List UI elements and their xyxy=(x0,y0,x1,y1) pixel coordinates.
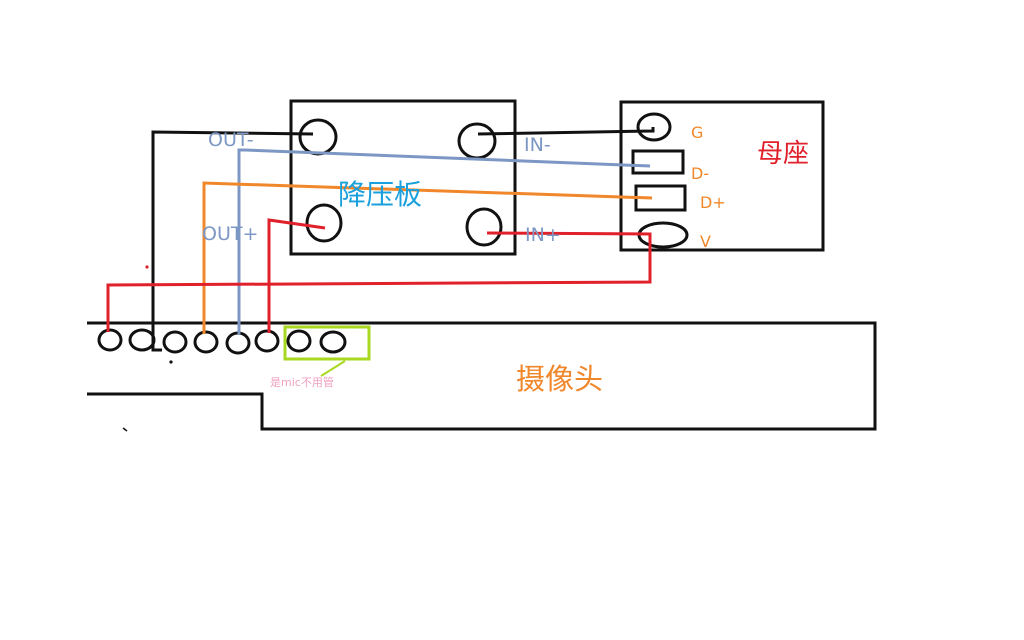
wire-red-in-plus xyxy=(106,231,652,332)
camera-pin-1 xyxy=(97,328,123,352)
camera-pin-7 xyxy=(286,329,312,353)
wire-black-out-minus xyxy=(151,130,314,352)
in-plus-terminal xyxy=(465,207,503,247)
mic-pins-box xyxy=(283,325,371,361)
stray-dot xyxy=(145,265,149,269)
out-minus-label: OUT- xyxy=(208,129,254,151)
stray-mark xyxy=(122,427,128,432)
camera-pin-6 xyxy=(254,329,280,353)
in-plus-label: IN+ xyxy=(525,224,561,246)
camera-pin-8 xyxy=(319,330,347,354)
socket-pin-d-minus-label: D- xyxy=(691,164,709,183)
stray-dot xyxy=(169,360,173,364)
socket-pin-g-label: G xyxy=(691,123,703,142)
in-minus-terminal xyxy=(457,122,497,160)
socket-pin-v-label: V xyxy=(700,232,711,251)
in-minus-label: IN- xyxy=(524,134,551,156)
step-down-board-outline xyxy=(289,99,517,256)
mic-note: 是mic不用管 xyxy=(270,375,334,389)
out-plus-terminal xyxy=(305,203,343,243)
wire-blue-d-minus xyxy=(237,148,651,335)
camera-pin-2 xyxy=(128,328,156,352)
mic-pointer-line xyxy=(320,360,346,377)
camera-outline xyxy=(87,321,877,431)
camera-title: 摄像头 xyxy=(516,362,603,396)
step-down-board-title: 降压板 xyxy=(338,178,422,211)
wire-black-in-minus xyxy=(477,127,655,136)
socket-pin-d-minus xyxy=(631,149,685,175)
socket-pin-d-plus-label: D+ xyxy=(700,193,726,212)
socket-pin-g xyxy=(636,112,672,142)
out-plus-label: OUT+ xyxy=(202,223,258,245)
wire-red-out-plus xyxy=(267,218,326,333)
camera-pin-3 xyxy=(162,330,188,354)
socket-title: 母座 xyxy=(757,139,809,169)
wire-orange-d-plus xyxy=(202,181,653,334)
socket-outline xyxy=(619,100,825,252)
out-minus-terminal xyxy=(298,118,338,156)
camera-pin-5 xyxy=(225,331,251,355)
camera-pin-4 xyxy=(193,330,219,354)
